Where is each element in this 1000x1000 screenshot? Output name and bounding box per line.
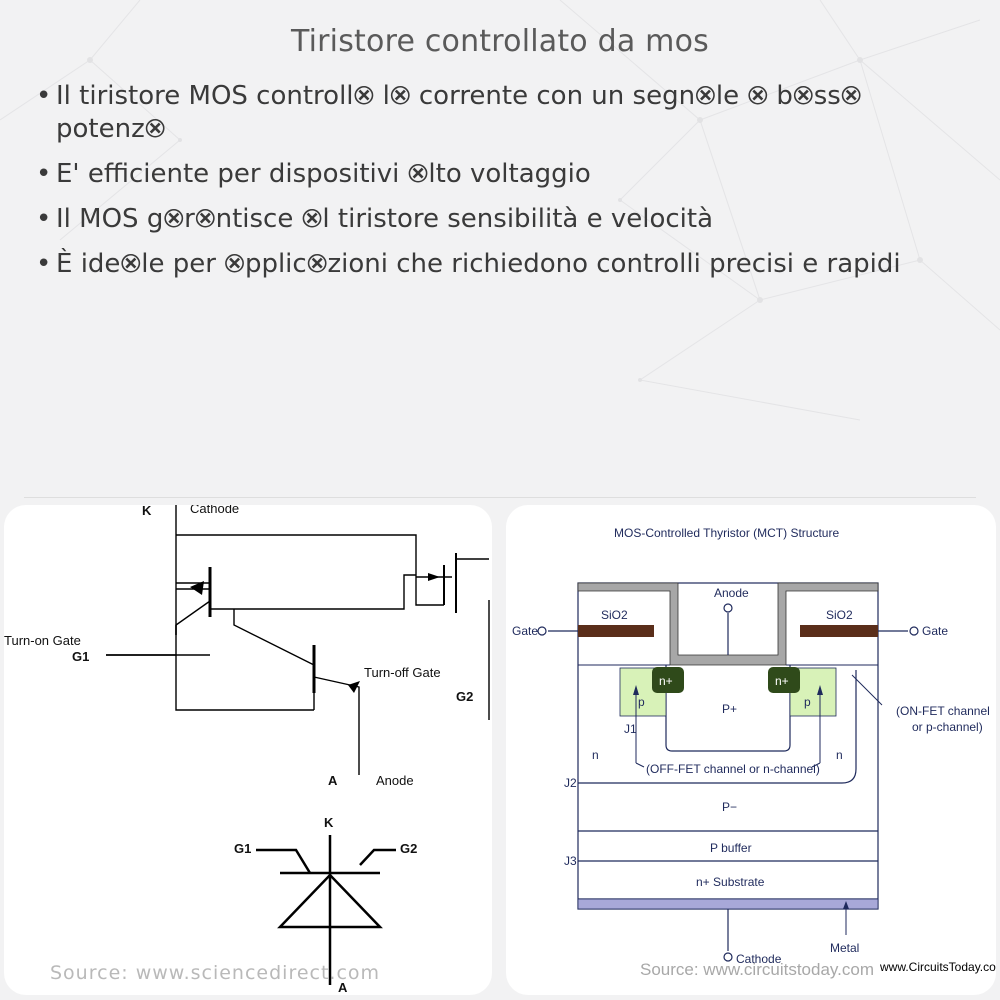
p-minus-label: P−: [722, 800, 737, 814]
turn-off-gate-label: Turn-off Gate: [364, 665, 441, 680]
p-buffer-label: P buffer: [710, 841, 752, 855]
bullet-item: Il MOS g⮿r⮿ntisce ⮿l tiristore sensibili…: [36, 203, 936, 236]
bullet-item: E' efficiente per dispositivi ⮿lto volta…: [36, 158, 936, 191]
oxide-left: [578, 625, 654, 637]
gate-left-label: Gate: [512, 624, 538, 638]
sio2-right-label: SiO2: [826, 608, 853, 622]
right-figure-panel: MOS-Controlled Thyristor (MCT) Structure: [506, 505, 996, 995]
p-plus-label: P+: [722, 702, 737, 716]
anode-a-label: A: [328, 773, 338, 788]
anode-label: Anode: [714, 586, 749, 600]
turn-on-gate-label: Turn-on Gate: [4, 633, 81, 648]
p-right-label: p: [804, 695, 811, 709]
j3-label: J3: [564, 854, 577, 868]
symbol-a-label: A: [338, 980, 348, 995]
bullet-item: Il tiristore MOS controll⮿ l⮿ corrente c…: [36, 80, 936, 146]
p-left-label: p: [638, 695, 645, 709]
symbol-g2-label: G2: [400, 841, 417, 856]
g2-label: G2: [456, 689, 473, 704]
mct-structure-diagram: MOS-Controlled Thyristor (MCT) Structure: [512, 526, 996, 974]
mct-symbol: [256, 835, 396, 985]
symbol-k-label: K: [324, 815, 334, 830]
mct-circuit-diagram: K Cathode Turn-on Gate G1 Turn-off Gate …: [4, 505, 490, 995]
n-substrate-label: n+ Substrate: [696, 875, 765, 889]
cathode-k-label: K: [142, 505, 152, 518]
n-plus-right-label: n+: [775, 674, 789, 688]
n-left-label: n: [592, 748, 599, 762]
cathode-label: Cathode: [736, 952, 782, 966]
g1-label: G1: [72, 649, 89, 664]
n-right-label: n: [836, 748, 843, 762]
bullet-item: È ide⮿le per ⮿pplic⮿zioni che richiedono…: [36, 248, 936, 281]
left-figure-panel: K Cathode Turn-on Gate G1 Turn-off Gate …: [4, 505, 492, 995]
j1-label: J1: [624, 722, 637, 736]
gate-right-label: Gate: [922, 624, 948, 638]
slide-title: Tiristore controllato da mos: [291, 24, 709, 59]
on-fet-label-2: or p-channel): [912, 720, 983, 734]
n-plus-left-label: n+: [659, 674, 673, 688]
symbol-g1-label: G1: [234, 841, 251, 856]
off-fet-label: (OFF-FET channel or n-channel): [646, 762, 820, 776]
mct-structure-title: MOS-Controlled Thyristor (MCT) Structure: [614, 526, 839, 540]
j2-label: J2: [564, 776, 577, 790]
section-divider: [24, 497, 976, 498]
on-fet-label-1: (ON-FET channel: [896, 704, 990, 718]
left-source-caption: Source: www.sciencedirect.com: [50, 962, 381, 984]
bullet-list: Il tiristore MOS controll⮿ l⮿ corrente c…: [36, 80, 936, 293]
cathode-label: Cathode: [190, 505, 239, 516]
sio2-left-label: SiO2: [601, 608, 628, 622]
site-credit-label: www.CircuitsToday.com: [879, 960, 996, 974]
metal-label: Metal: [830, 941, 859, 955]
right-source-caption: Source: www.circuitstoday.com: [640, 960, 874, 979]
anode-label: Anode: [376, 773, 414, 788]
oxide-right: [800, 625, 878, 637]
